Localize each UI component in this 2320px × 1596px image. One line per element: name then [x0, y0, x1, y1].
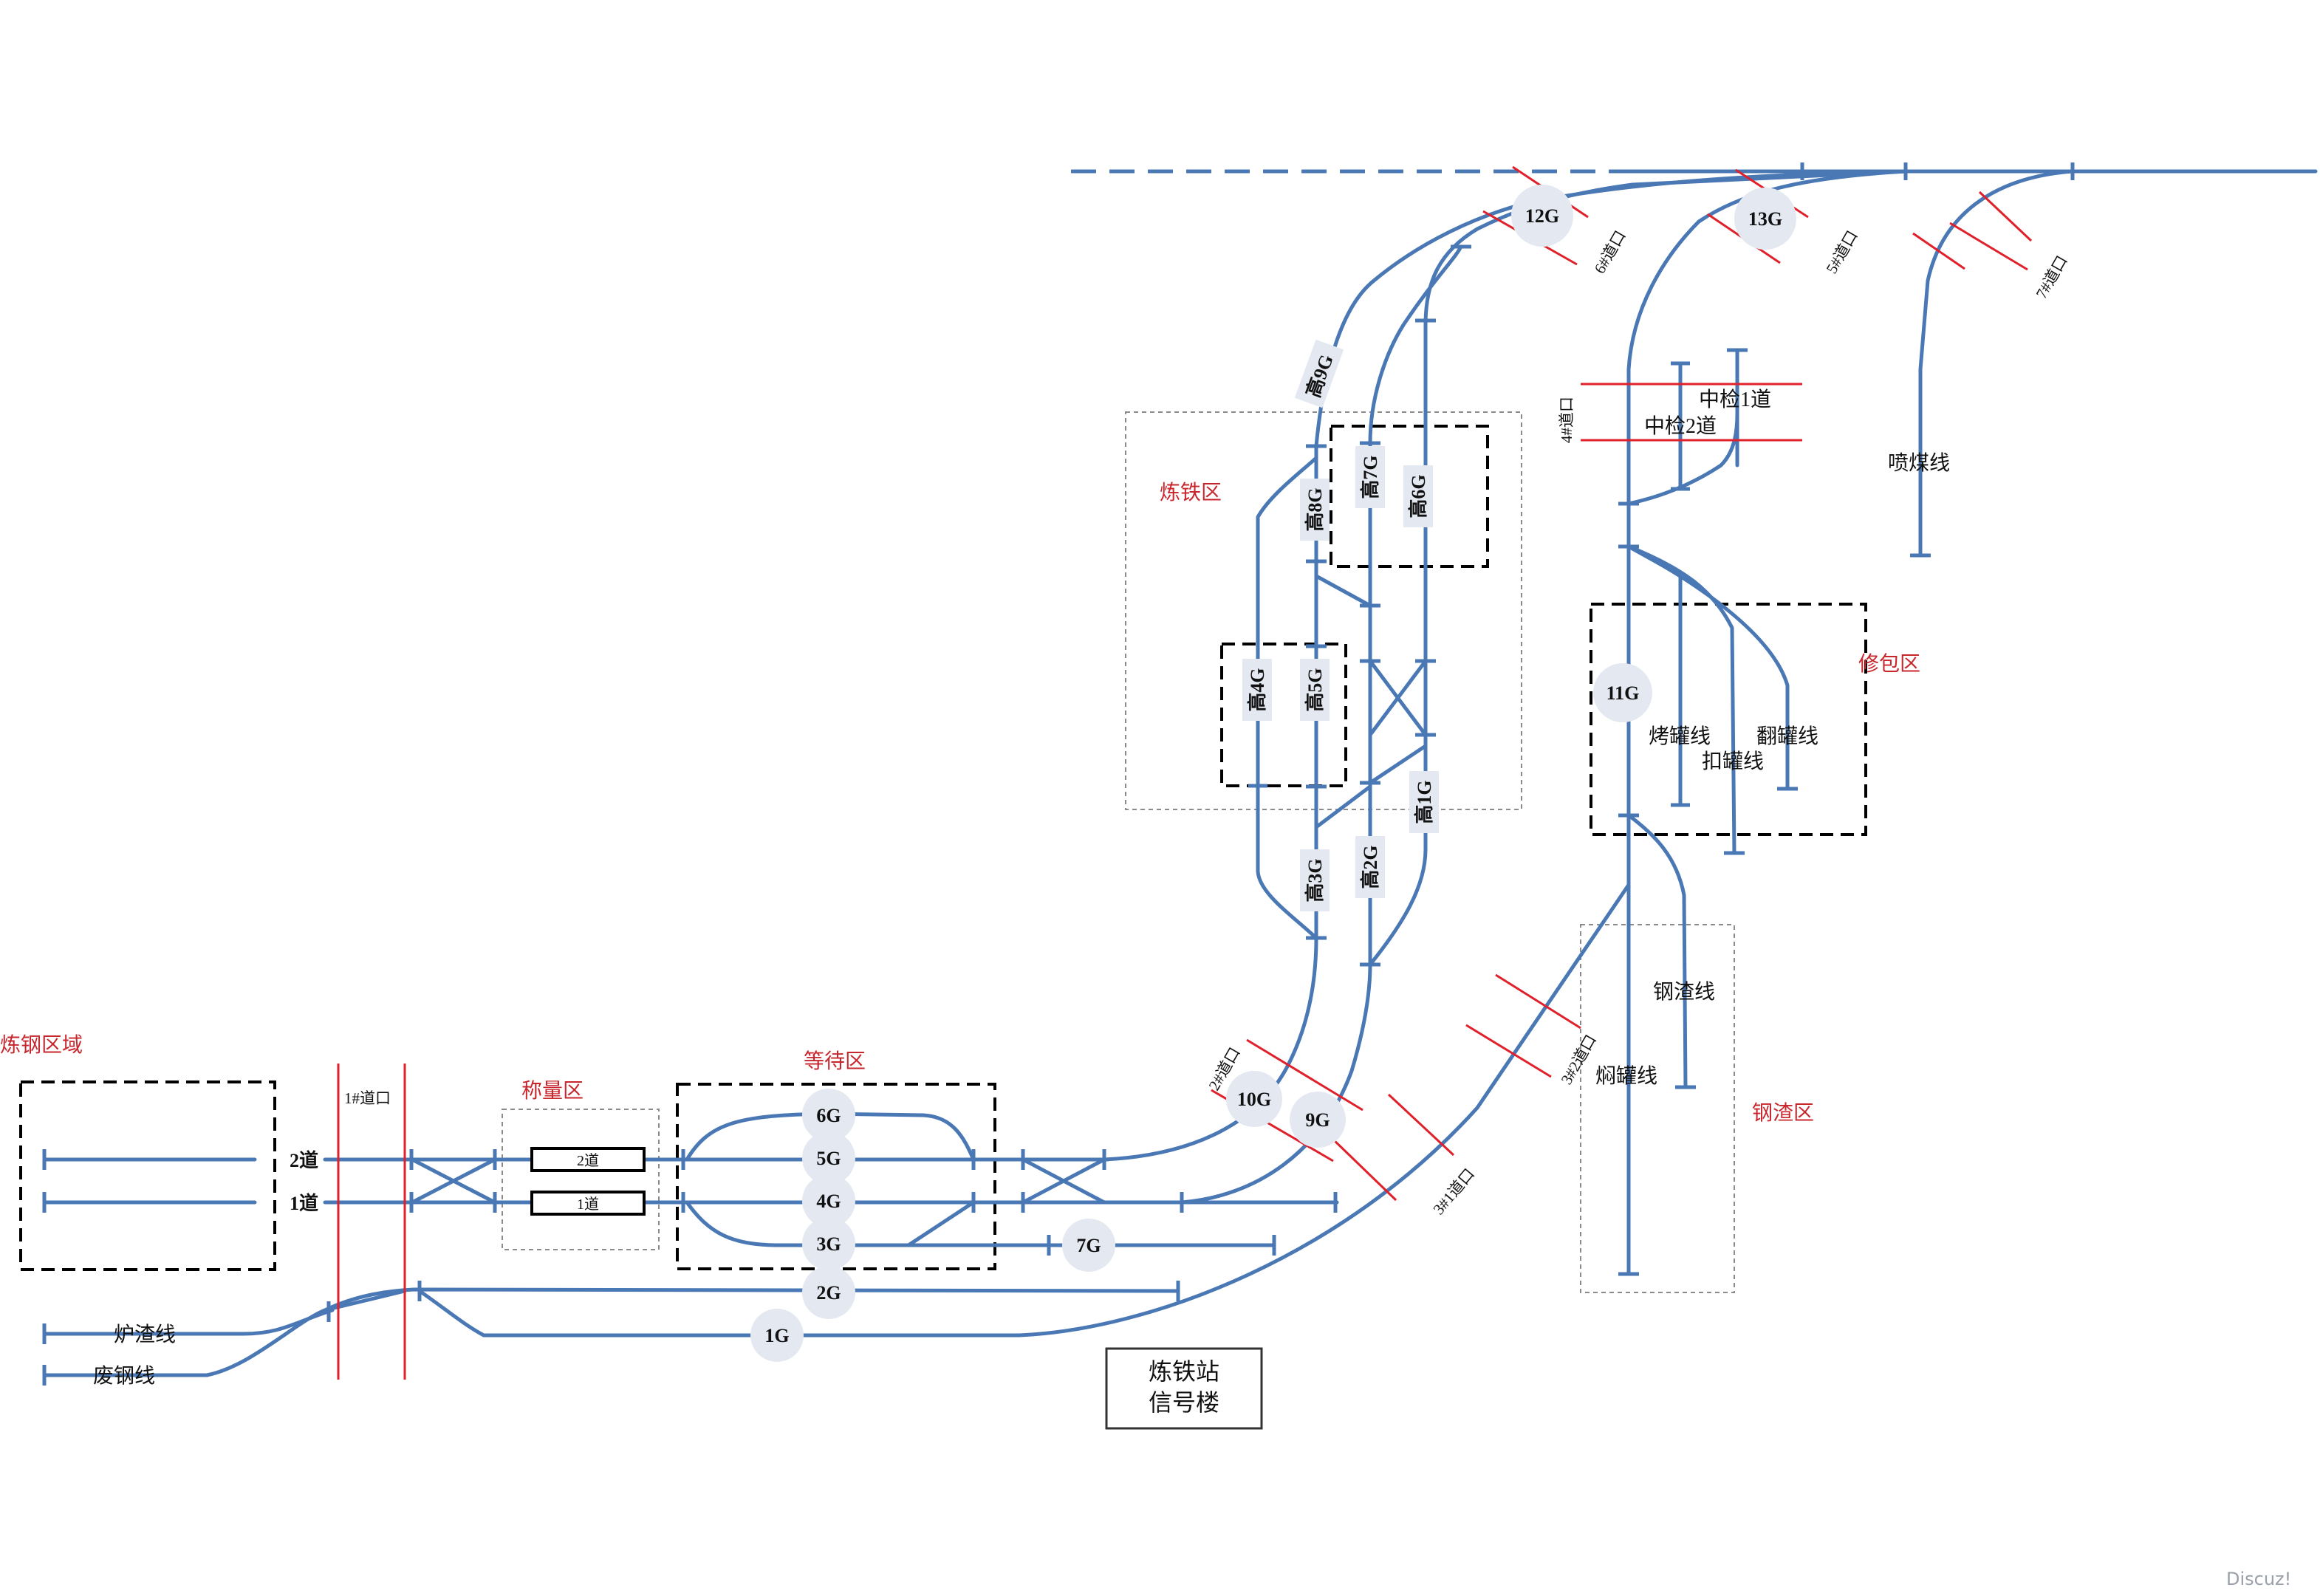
track-7g-label: 7G — [1076, 1235, 1101, 1256]
weighing-area-box — [502, 1109, 660, 1250]
track-3g-label: 3G — [816, 1233, 841, 1255]
waiting-area-box — [676, 1083, 996, 1270]
bf-2g-label: 高2G — [1359, 845, 1381, 888]
signal-building-line1: 炼铁站 — [1149, 1358, 1219, 1385]
ironmaking-area-box — [1125, 411, 1522, 810]
signal-building — [1105, 1347, 1263, 1430]
station-track-badges — [750, 185, 1796, 1362]
track-6g-label: 6G — [816, 1105, 841, 1126]
bf-group-4-5-box — [1220, 643, 1347, 787]
track-5g-label: 5G — [816, 1148, 841, 1169]
ladle-repair-area-label: 修包区 — [1858, 652, 1920, 676]
crossing-5-label: 5#道口 — [1823, 227, 1861, 277]
ladle-repair-area-box — [1590, 603, 1867, 836]
crossover-b — [410, 1157, 497, 1205]
bf-track-badges — [1242, 339, 1439, 911]
scale-2-label: 2道 — [577, 1152, 599, 1169]
signal-building-line2: 信号楼 — [1149, 1389, 1219, 1416]
scale-1 — [530, 1191, 646, 1216]
crossing-6-label: 6#道口 — [1591, 227, 1629, 277]
bf-5g-label: 高5G — [1304, 668, 1326, 711]
scale-2 — [530, 1147, 646, 1172]
ladle-and-slag-tracks — [1618, 169, 2075, 1276]
slag-line-label: 炉渣线 — [114, 1323, 176, 1346]
crossing-4-label: 4#道口 — [1558, 397, 1575, 443]
ironmaking-area-label: 炼铁区 — [1160, 481, 1222, 504]
mid-inspect-1-label: 中检1道 — [1699, 388, 1771, 411]
bf-group-6-7-8-box — [1330, 425, 1489, 568]
crossing-7-label: 7#道口 — [2033, 253, 2071, 302]
track-9g-label: 9G — [1305, 1109, 1330, 1131]
track-9g — [1180, 962, 1372, 1205]
bf-3g-label: 高3G — [1304, 858, 1326, 902]
slag-area-box — [1580, 924, 1735, 1293]
track-10g — [1102, 936, 1318, 1162]
track-11g-label: 11G — [1606, 682, 1640, 704]
track-10g-label: 10G — [1237, 1089, 1271, 1110]
steel-slag-line-label: 钢渣线 — [1653, 980, 1715, 1004]
cover-line-label: 扣罐线 — [1702, 750, 1764, 773]
track-3g-link — [906, 1200, 976, 1247]
track-4g-label: 4G — [816, 1191, 841, 1212]
track-2-label: 2道 — [290, 1149, 318, 1171]
bf-4g-label: 高4G — [1246, 668, 1268, 711]
crossover-d — [1021, 1157, 1106, 1205]
crossing-3-2-label: 3#2道口 — [1558, 1032, 1601, 1088]
watermark: Discuz! — [2226, 1569, 2291, 1589]
mid-inspect-2-label: 中检2道 — [1644, 414, 1717, 438]
track-1g-label: 1G — [764, 1325, 789, 1346]
scrap-line-track — [42, 1289, 407, 1377]
crossing-3-1-label: 3#1道口 — [1429, 1165, 1478, 1218]
bf-6g-label: 高6G — [1407, 474, 1429, 518]
scale-1-label: 1道 — [577, 1196, 599, 1213]
stew-line-label: 焖罐线 — [1595, 1064, 1657, 1088]
steel-area-label: 炼钢区域 — [0, 1033, 83, 1057]
coal-injection-line-label: 喷煤线 — [1888, 451, 1950, 475]
track-3g — [685, 1200, 1051, 1247]
waiting-area-label: 等待区 — [804, 1049, 866, 1073]
track-1g — [417, 883, 1631, 1338]
track-1-label: 1道 — [290, 1192, 318, 1214]
track-12g-label: 12G — [1525, 205, 1559, 227]
bake-line-label: 烤罐线 — [1649, 725, 1711, 748]
slag-area-label: 钢渣区 — [1752, 1101, 1814, 1125]
bf-8g-label: 高8G — [1304, 487, 1326, 531]
track-2g-label: 2G — [816, 1282, 841, 1304]
steel-area-box — [19, 1080, 276, 1271]
bf-7g-label: 高7G — [1359, 455, 1381, 499]
track-13g-label: 13G — [1748, 208, 1782, 230]
scrap-line-label: 废钢线 — [93, 1364, 155, 1388]
tip-line-label: 翻罐线 — [1756, 725, 1818, 748]
weighing-area-label: 称量区 — [521, 1079, 584, 1103]
crossing-1-label: 1#道口 — [344, 1089, 391, 1107]
bf-1g-label: 高1G — [1413, 780, 1435, 823]
track-2g — [323, 1287, 1180, 1312]
